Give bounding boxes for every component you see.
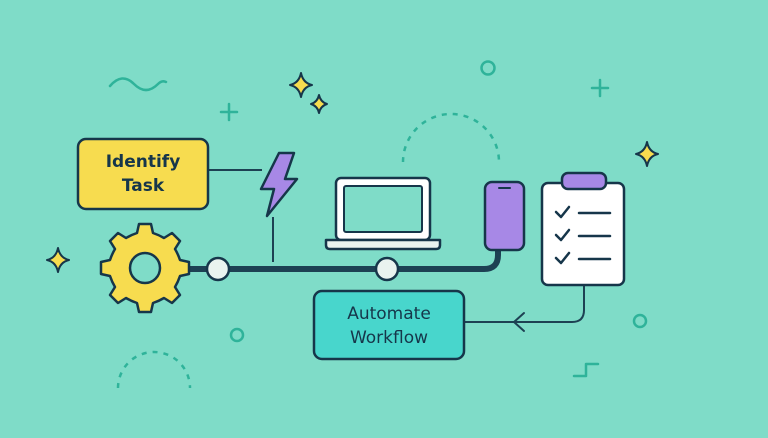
main-connector-line	[167, 241, 501, 272]
node-automate-workflow: Automate Workflow	[312, 289, 466, 361]
circle-icon	[480, 60, 496, 76]
line-node	[374, 256, 400, 282]
node-identify-task: Identify Task	[76, 137, 210, 211]
squiggle-icon	[108, 77, 168, 92]
arrow-head-icon	[513, 312, 525, 332]
sparkle-icon	[46, 247, 70, 273]
line-node	[205, 256, 231, 282]
smartphone-icon	[483, 180, 526, 252]
plus-icon	[590, 78, 610, 98]
identify-task-line1: Identify	[106, 152, 181, 172]
connector-clipboard-automate	[464, 285, 585, 323]
automate-workflow-line2: Workflow	[350, 328, 428, 348]
gear-icon	[99, 222, 191, 314]
automate-workflow-line1: Automate	[347, 304, 431, 324]
sparkle-icon	[310, 94, 328, 114]
clipboard-checklist-icon	[540, 171, 626, 287]
laptop-icon	[324, 176, 442, 251]
arc-icon	[116, 350, 192, 389]
circle-icon	[229, 327, 245, 343]
lightning-bolt-icon	[259, 151, 299, 218]
step-line-icon	[572, 362, 600, 378]
plus-icon	[219, 102, 239, 122]
identify-task-line2: Task	[122, 176, 165, 196]
circle-icon	[632, 313, 648, 329]
sparkle-icon	[635, 141, 659, 167]
sparkle-icon	[289, 72, 313, 98]
